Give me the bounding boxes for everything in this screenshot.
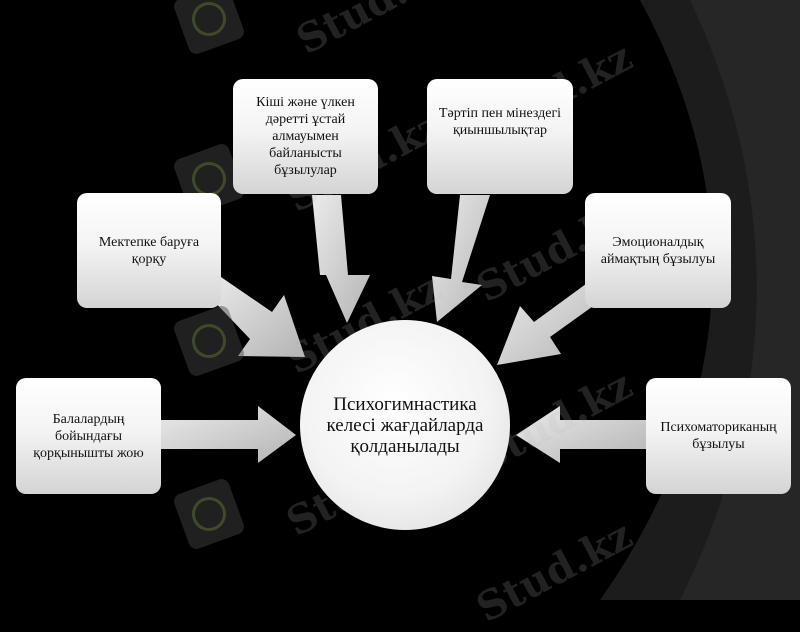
arrow-top-right (432, 195, 490, 322)
node-eliminate-fears: Балалардың бойындағы қорқынышты жою (16, 378, 161, 494)
arrow-mid-left (208, 275, 305, 357)
node-eliminate-fears-label: Балалардың бойындағы қорқынышты жою (33, 411, 144, 461)
node-psychomotor-disorder-label: Психоматориканың бұзылуы (660, 420, 777, 452)
arrow-right (516, 406, 648, 463)
node-toilet-disorders-label: Кіші және үлкен дәретті ұстай алмауымен … (256, 95, 355, 178)
arrow-left (160, 406, 296, 463)
center-node-label: Психогимнастика келесі жағдайларда қолда… (326, 393, 484, 457)
center-node: Психогимнастика келесі жағдайларда қолда… (300, 320, 510, 530)
node-emotional-disorder-label: Эмоционалдық аймақтың бұзылуы (600, 234, 716, 267)
node-discipline-difficulties-label: Тәртіп пен мінездегі қиыншылықтар (438, 106, 562, 138)
node-fear-of-school-label: Мектепке баруға қорқу (98, 234, 200, 267)
arrow-mid-right (497, 281, 603, 365)
node-fear-of-school: Мектепке баруға қорқу (77, 193, 221, 308)
node-discipline-difficulties: Тәртіп пен мінездегі қиыншылықтар (427, 79, 573, 194)
node-psychomotor-disorder: Психоматориканың бұзылуы (646, 378, 791, 494)
arrow-top-left (312, 195, 370, 323)
node-toilet-disorders: Кіші және үлкен дәретті ұстай алмауымен … (233, 79, 378, 194)
node-emotional-disorder: Эмоционалдық аймақтың бұзылуы (585, 193, 731, 308)
